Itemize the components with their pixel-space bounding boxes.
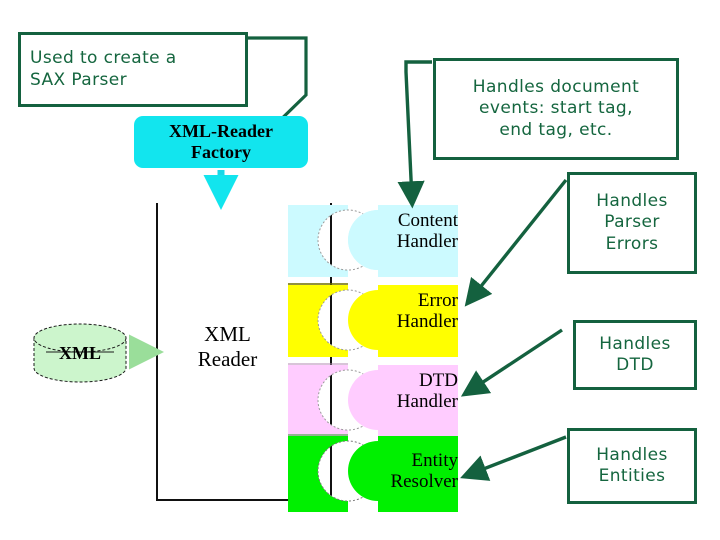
callout-handles-dtd[interactable]: Handles DTD xyxy=(573,320,697,390)
label-dtd-handler: DTD Handler xyxy=(366,370,458,413)
xml-reader-factory-box[interactable]: XML-Reader Factory xyxy=(134,116,308,168)
connector-error-note xyxy=(464,178,568,307)
note-factory-line1: Used to create a xyxy=(30,48,177,69)
error-handler-line2: Handler xyxy=(396,311,458,333)
callout-used-to-create-sax-parser[interactable]: Used to create a SAX Parser xyxy=(18,32,248,107)
label-entity-resolver: Entity Resolver xyxy=(366,450,458,493)
error-handler-line1: Error xyxy=(417,290,458,311)
connector-entity-note xyxy=(460,435,567,481)
connector-content-note xyxy=(397,60,432,209)
xml-source-label: XML xyxy=(59,343,101,363)
content-handler-line2: Handler xyxy=(396,231,458,253)
note-entity-line2: Entities xyxy=(598,466,666,486)
note-factory-line2: SAX Parser xyxy=(30,69,127,90)
xml-reader-label-line2: Reader xyxy=(197,346,258,371)
xml-reader-label-line1: XML xyxy=(204,322,251,346)
note-content-line2: events: start tag, xyxy=(479,98,633,119)
note-dtd-line1: Handles xyxy=(599,333,671,354)
note-error-line3: Errors xyxy=(605,233,659,254)
note-error-line2: Parser xyxy=(604,212,660,233)
entity-resolver-line2: Resolver xyxy=(390,471,458,493)
note-error-line1: Handles xyxy=(596,190,668,211)
callout-handles-entities[interactable]: Handles Entities xyxy=(567,428,697,504)
label-error-handler: Error Handler xyxy=(366,290,458,333)
connector-dtd-note xyxy=(460,328,563,397)
note-entity-line1: Handles xyxy=(596,444,668,465)
callout-handles-parser-errors[interactable]: Handles Parser Errors xyxy=(567,172,697,274)
factory-label-line1: XML-Reader xyxy=(169,121,273,142)
label-content-handler: Content Handler xyxy=(366,210,458,253)
callout-handles-document-events[interactable]: Handles document events: start tag, end … xyxy=(433,58,679,160)
note-dtd-line2: DTD xyxy=(616,355,654,375)
dtd-handler-line1: DTD xyxy=(418,370,458,391)
content-handler-line1: Content xyxy=(397,210,458,231)
note-content-line1: Handles document xyxy=(472,76,640,97)
note-content-line3: end tag, etc. xyxy=(499,119,613,140)
factory-label-line2: Factory xyxy=(191,142,251,162)
xml-cylinder-shape xyxy=(33,323,127,383)
dtd-handler-line2: Handler xyxy=(396,391,458,413)
entity-resolver-line1: Entity xyxy=(411,450,458,471)
xml-reader-label: XML Reader xyxy=(170,322,285,372)
